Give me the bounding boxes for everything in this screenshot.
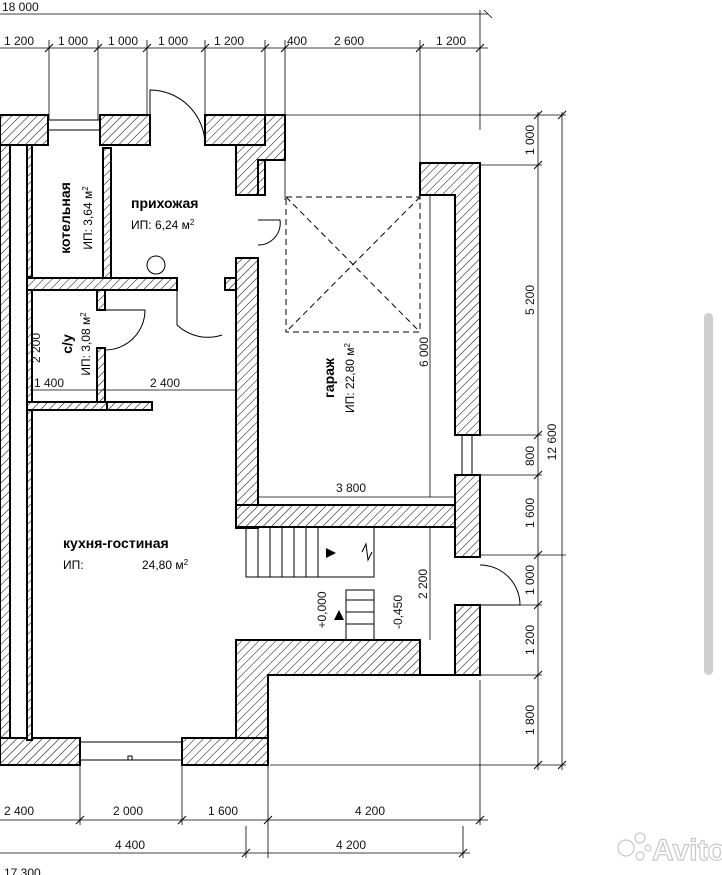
dim-right-1: 1 000 [523,125,537,155]
doors [104,89,521,606]
room-garage-area: ИП: 22,80 м2 [343,342,358,413]
dim-2200-stair: 2 200 [416,569,430,599]
room-bath: с/у ИП: 3,08 м2 [59,312,93,376]
bottom-dimensions: 2 400 2 000 1 600 4 200 4 400 4 200 17 3… [0,680,488,875]
dim-bottom-3: 1 600 [208,804,238,818]
staircase [245,526,431,641]
dim-top-4: 1 000 [158,34,188,48]
dim-right-6: 1 200 [523,625,537,655]
garage-interior [258,195,455,498]
dim-right-total: 12 600 [545,423,559,460]
level-negative: -0,450 [391,595,405,629]
inner-dimensions: 1 400 2 400 2 200 6 000 3 800 2 200 +0,0… [29,333,431,629]
room-hall: прихожая ИП: 6,24 м2 [131,195,198,232]
dim-bottom-2: 2 000 [113,804,143,818]
avito-logo-icon [617,832,652,861]
dim-top-6: 400 [287,34,307,48]
dim-right-5: 1 000 [523,565,537,595]
dim-top-total: 18 000 [2,0,39,14]
dim-3800: 3 800 [336,481,366,495]
dim-right-3: 800 [523,446,537,466]
dim-right-4: 1 600 [523,498,537,528]
dim-bottom-total: 17 300 [4,866,41,875]
dim-bottom-1: 2 400 [4,804,34,818]
right-dimensions: 1 000 5 200 800 1 600 1 000 1 200 1 800 … [270,110,567,770]
room-kitchen: кухня-гостиная ИП: 24,80 м2 [63,535,189,572]
level-positive: +0,000 [315,591,329,628]
room-bath-area: ИП: 3,08 м2 [79,312,94,376]
dim-1400: 1 400 [34,376,64,390]
room-bath-name: с/у [59,334,75,354]
room-boiler: котельная ИП: 3,64 м2 [57,182,95,254]
dim-top-3: 1 000 [108,34,138,48]
dim-6000: 6 000 [417,337,431,367]
room-kitchen-name: кухня-гостиная [63,535,169,551]
dim-bottom2-1: 4 400 [115,838,145,852]
dim-top-2: 1 000 [58,34,88,48]
room-kitchen-ip: ИП: [63,558,84,572]
dim-bottom2-2: 4 200 [336,838,366,852]
dim-top-7: 2 600 [334,34,364,48]
dim-bottom-4: 4 200 [355,804,385,818]
room-garage: гараж ИП: 22,80 м2 [321,342,357,413]
avito-watermark-text: Avito [652,834,722,867]
walls [0,114,481,766]
avito-watermark: Avito [617,832,722,868]
vertical-scrollbar[interactable] [704,313,713,675]
dim-right-2: 5 200 [523,285,537,315]
room-garage-name: гараж [321,357,337,398]
room-boiler-name: котельная [57,182,73,254]
dim-top-8: 1 200 [436,34,466,48]
windows [48,119,473,761]
dim-top-1: 1 200 [4,34,34,48]
dim-right-7: 1 800 [523,705,537,735]
top-dimensions: 18 000 1 200 1 000 1 000 1 000 1 200 400… [0,0,493,200]
dim-top-5: 1 200 [214,34,244,48]
room-boiler-area: ИП: 3,64 м2 [81,186,96,250]
dim-2400: 2 400 [150,376,180,390]
dim-2200-left: 2 200 [29,333,43,363]
room-hall-name: прихожая [131,195,198,211]
room-kitchen-area: 24,80 м2 [142,558,189,573]
room-hall-area: ИП: 6,24 м2 [131,218,195,233]
